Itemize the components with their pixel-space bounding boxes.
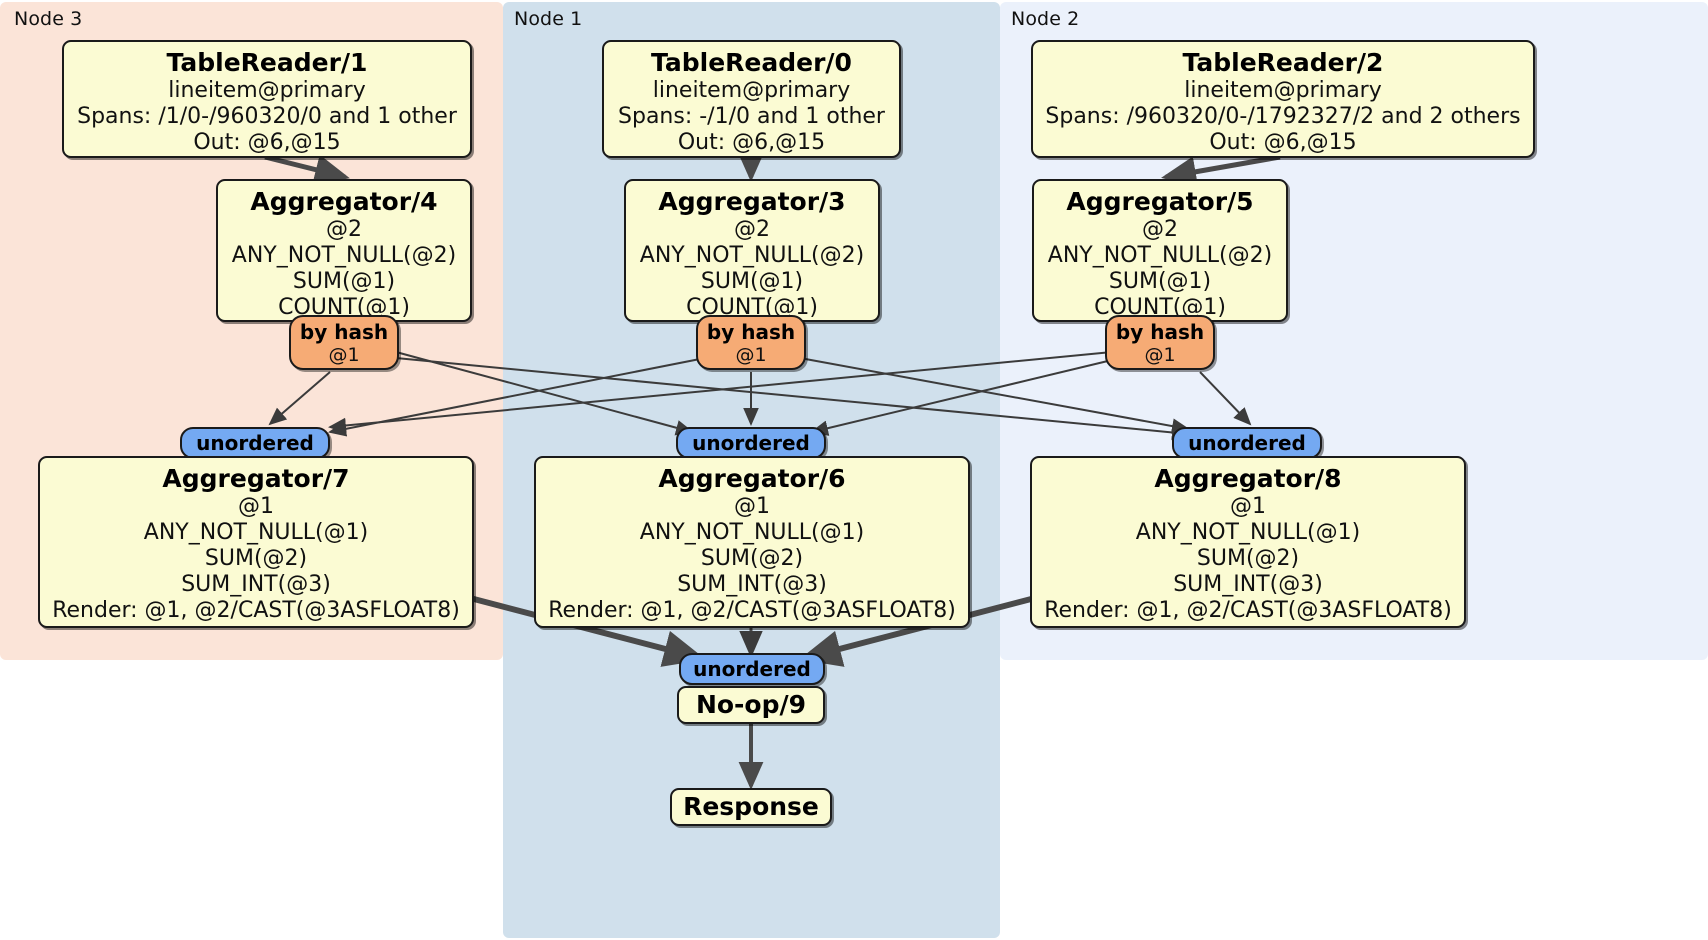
box-line: SUM(@2): [1196, 546, 1300, 571]
box-line: SUM(@2): [700, 546, 804, 571]
box-line: SUM(@1): [292, 269, 396, 294]
box-line: @2: [734, 217, 770, 242]
box-line: SUM(@1): [1108, 269, 1212, 294]
router-by-hash-left[interactable]: by hash @1: [289, 315, 399, 370]
box-line: SUM(@2): [204, 546, 308, 571]
box-line: ANY_NOT_NULL(@2): [231, 243, 457, 268]
box-line: lineitem@primary: [652, 78, 851, 103]
box-title: Aggregator/6: [658, 464, 846, 493]
box-line: ANY_NOT_NULL(@1): [143, 520, 369, 545]
processor-table-reader-2[interactable]: TableReader/2 lineitem@primary Spans: /9…: [1031, 40, 1535, 158]
box-line: ANY_NOT_NULL(@2): [1047, 243, 1273, 268]
box-line: Out: @6,@15: [677, 130, 826, 155]
synchronizer-label: unordered: [1188, 431, 1306, 455]
box-line: ANY_NOT_NULL(@1): [639, 520, 865, 545]
box-line: SUM_INT(@3): [677, 572, 827, 597]
synchronizer-unordered-final[interactable]: unordered: [679, 653, 825, 685]
box-line: @1: [238, 494, 274, 519]
box-line: @2: [1142, 217, 1178, 242]
box-line: @1: [734, 494, 770, 519]
processor-aggregator-8[interactable]: Aggregator/8 @1 ANY_NOT_NULL(@1) SUM(@2)…: [1030, 456, 1466, 628]
node-label-node1: Node 1: [514, 8, 583, 30]
box-title: Aggregator/4: [250, 187, 438, 216]
processor-aggregator-5[interactable]: Aggregator/5 @2 ANY_NOT_NULL(@2) SUM(@1)…: [1032, 179, 1288, 322]
processor-table-reader-1[interactable]: TableReader/1 lineitem@primary Spans: /1…: [62, 40, 472, 158]
processor-aggregator-7[interactable]: Aggregator/7 @1 ANY_NOT_NULL(@1) SUM(@2)…: [38, 456, 474, 628]
processor-response[interactable]: Response: [670, 788, 832, 826]
processor-aggregator-6[interactable]: Aggregator/6 @1 ANY_NOT_NULL(@1) SUM(@2)…: [534, 456, 970, 628]
node-label-node2: Node 2: [1011, 8, 1080, 30]
box-line: Render: @1, @2/CAST(@3ASFLOAT8): [1044, 598, 1452, 623]
box-line: Out: @6,@15: [193, 130, 341, 155]
synchronizer-unordered-right[interactable]: unordered: [1172, 427, 1322, 459]
node-label-node3: Node 3: [14, 8, 83, 30]
router-column: @1: [735, 344, 767, 366]
box-line: Spans: /960320/0-/1792327/2 and 2 others: [1045, 104, 1521, 129]
processor-table-reader-0[interactable]: TableReader/0 lineitem@primary Spans: -/…: [602, 40, 901, 158]
box-title: TableReader/0: [651, 48, 852, 77]
box-line: ANY_NOT_NULL(@1): [1135, 520, 1361, 545]
processor-aggregator-3[interactable]: Aggregator/3 @2 ANY_NOT_NULL(@2) SUM(@1)…: [624, 179, 880, 322]
box-line: Spans: -/1/0 and 1 other: [618, 104, 885, 129]
box-line: Spans: /1/0-/960320/0 and 1 other: [77, 104, 457, 129]
box-line: @1: [1230, 494, 1266, 519]
synchronizer-unordered-middle[interactable]: unordered: [676, 427, 826, 459]
box-line: SUM_INT(@3): [1173, 572, 1323, 597]
box-title: TableReader/2: [1182, 48, 1384, 77]
box-title: TableReader/1: [166, 48, 368, 77]
box-title: Aggregator/5: [1066, 187, 1254, 216]
box-title: Response: [683, 792, 819, 821]
synchronizer-label: unordered: [196, 431, 314, 455]
processor-aggregator-4[interactable]: Aggregator/4 @2 ANY_NOT_NULL(@2) SUM(@1)…: [216, 179, 472, 322]
router-label: by hash: [299, 320, 389, 344]
box-title: No-op/9: [695, 690, 807, 719]
router-by-hash-right[interactable]: by hash @1: [1105, 315, 1215, 370]
processor-noop-9[interactable]: No-op/9: [677, 686, 825, 724]
synchronizer-label: unordered: [692, 431, 810, 455]
router-by-hash-middle[interactable]: by hash @1: [696, 315, 806, 370]
box-line: Render: @1, @2/CAST(@3ASFLOAT8): [548, 598, 956, 623]
box-line: Render: @1, @2/CAST(@3ASFLOAT8): [52, 598, 460, 623]
synchronizer-label: unordered: [693, 657, 811, 681]
box-line: SUM_INT(@3): [181, 572, 331, 597]
synchronizer-unordered-left[interactable]: unordered: [180, 427, 330, 459]
router-column: @1: [1144, 344, 1176, 366]
box-line: lineitem@primary: [1184, 78, 1382, 103]
router-label: by hash: [706, 320, 796, 344]
router-label: by hash: [1115, 320, 1205, 344]
box-title: Aggregator/8: [1154, 464, 1342, 493]
box-line: ANY_NOT_NULL(@2): [639, 243, 865, 268]
box-line: Out: @6,@15: [1209, 130, 1357, 155]
box-line: SUM(@1): [700, 269, 804, 294]
box-title: Aggregator/3: [658, 187, 846, 216]
router-column: @1: [328, 344, 360, 366]
box-title: Aggregator/7: [162, 464, 350, 493]
box-line: @2: [326, 217, 362, 242]
box-line: lineitem@primary: [168, 78, 366, 103]
